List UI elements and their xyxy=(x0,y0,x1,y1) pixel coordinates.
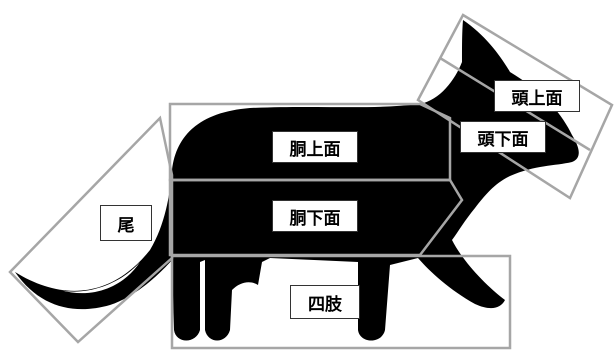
head-region-box xyxy=(416,13,614,200)
tail-tip-white xyxy=(60,262,140,294)
body-upper-label: 胴上面 xyxy=(272,131,358,163)
limbs-label: 四肢 xyxy=(290,285,360,319)
tail-label: 尾 xyxy=(100,205,152,241)
body-lower-label: 胴下面 xyxy=(272,200,358,232)
head-upper-label: 頭上面 xyxy=(494,80,580,112)
limbs-region-box xyxy=(170,254,512,350)
body-lower-region-box xyxy=(168,178,464,257)
tail-region-box xyxy=(8,115,174,344)
head-lower-label: 頭下面 xyxy=(460,121,546,153)
